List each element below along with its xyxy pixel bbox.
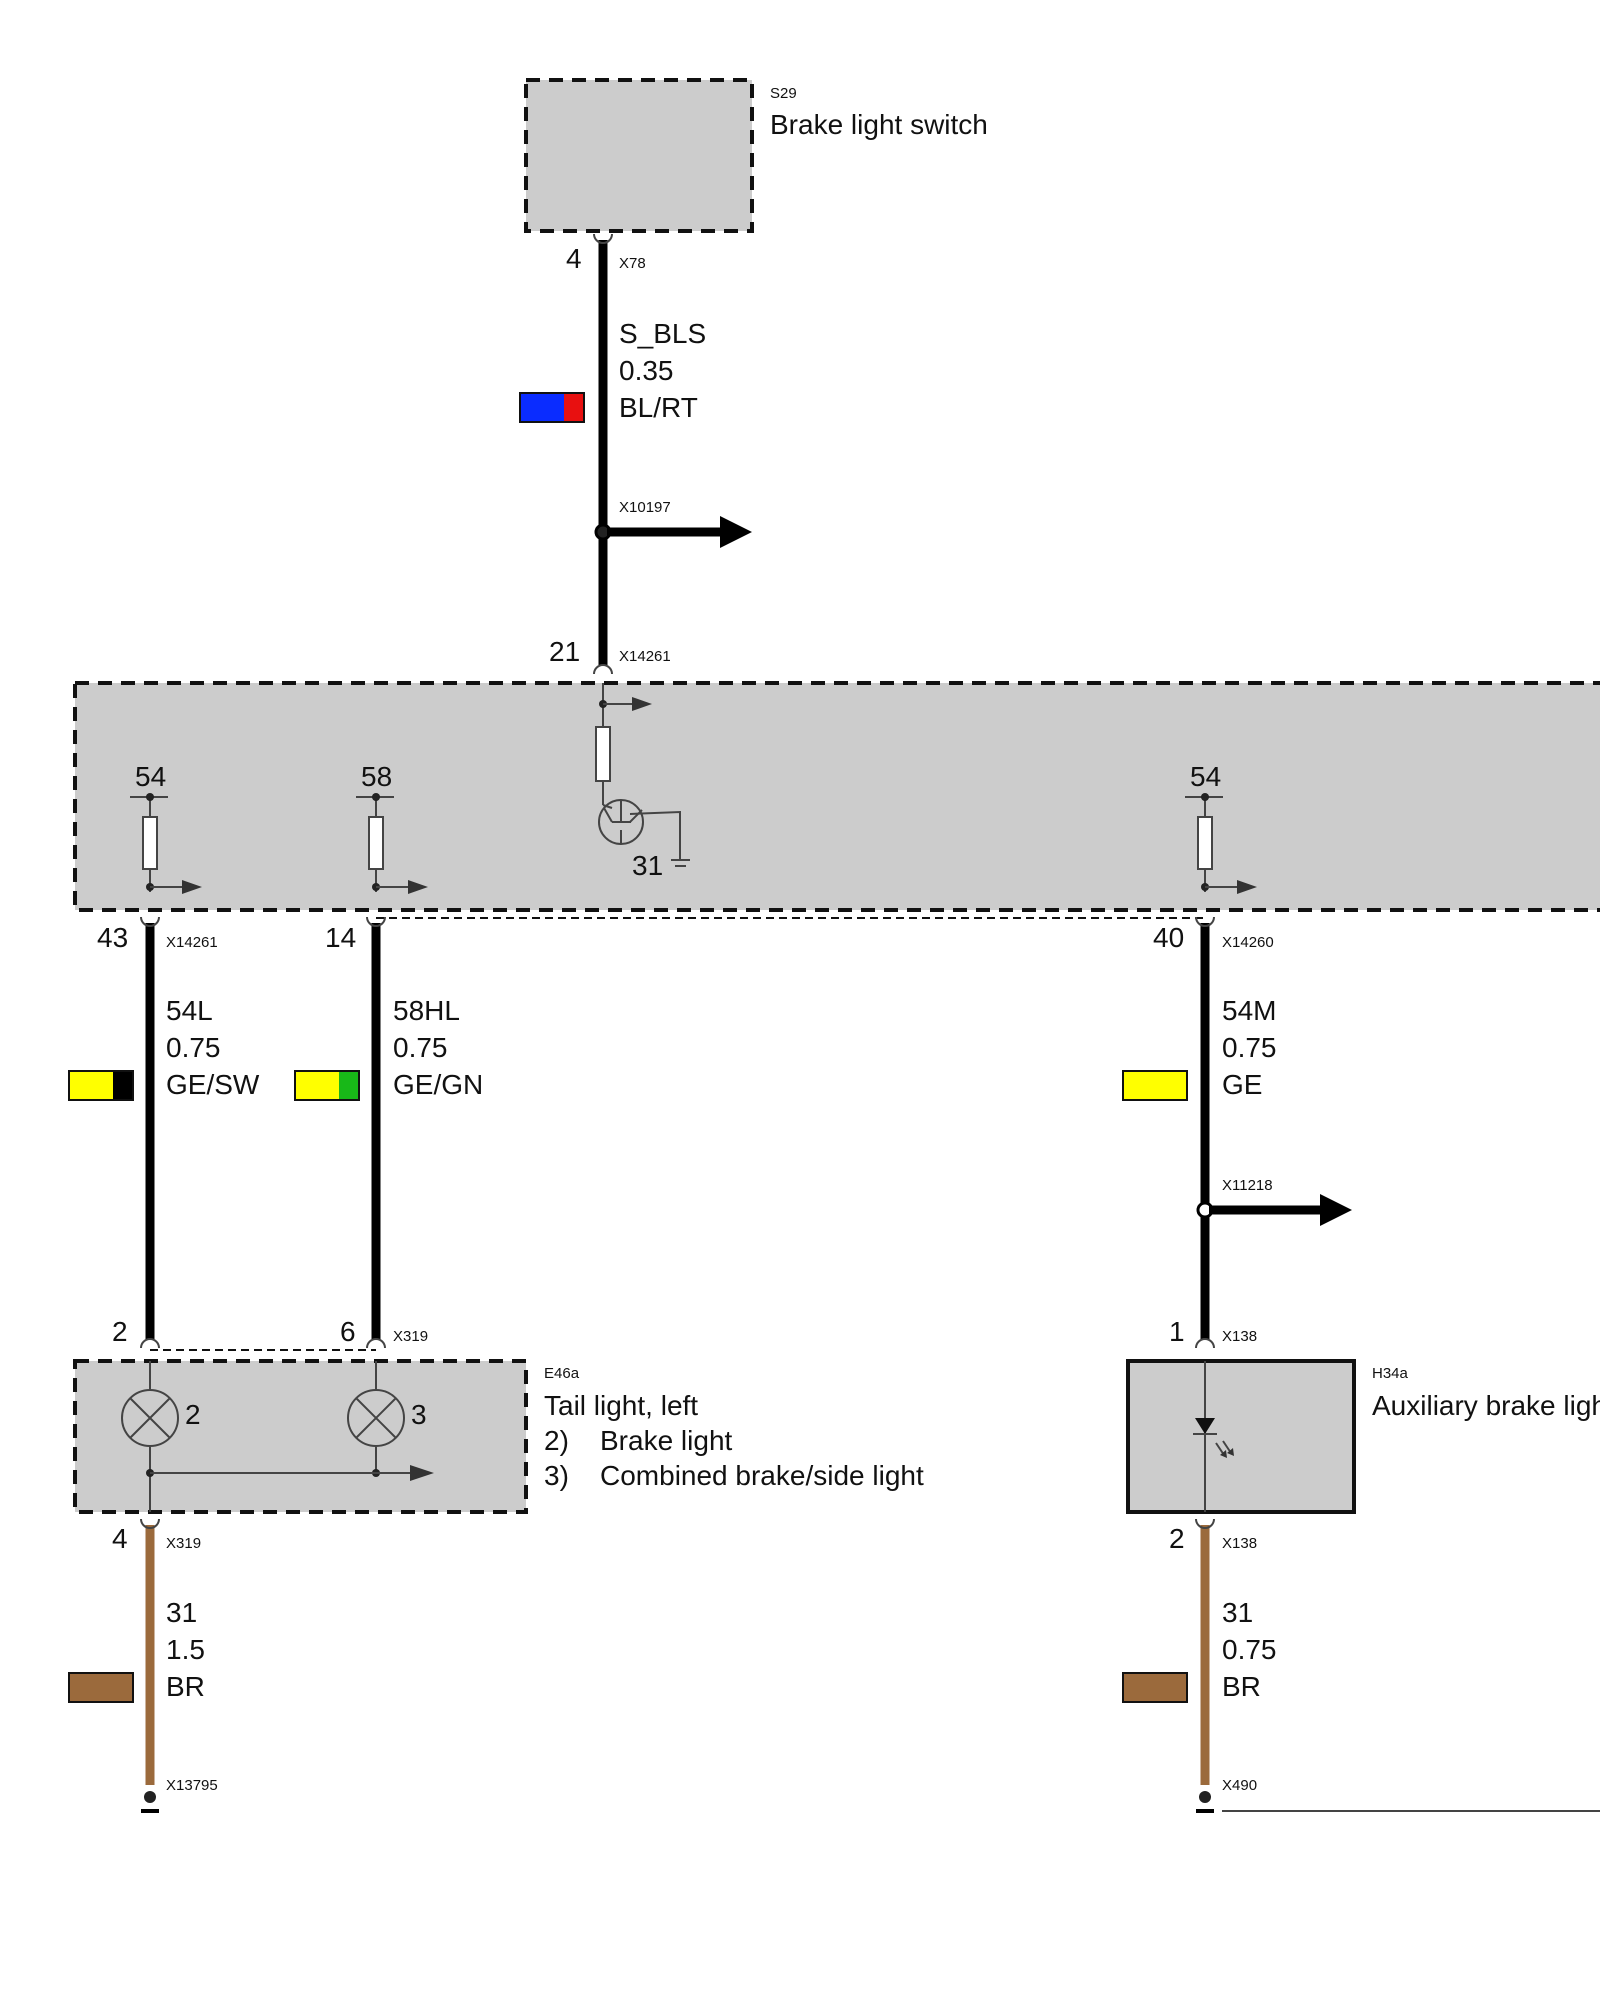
- wire-54l-signal: 54L: [166, 995, 213, 1026]
- wire-54l-size: 0.75: [166, 1032, 221, 1063]
- wire-31-left-color: BR: [166, 1671, 205, 1702]
- connector-x319-top: X319: [393, 1328, 428, 1345]
- control-unit[interactable]: [73, 681, 1600, 912]
- transistor-stage: [595, 683, 690, 867]
- connector-x138-top: X138: [1222, 1328, 1257, 1345]
- connector-x10197: X10197: [619, 499, 671, 516]
- arrow-right-icon: [1320, 1194, 1352, 1226]
- connector-x490: X490: [1222, 1777, 1257, 1794]
- e46a-note-text: Brake light: [600, 1425, 733, 1456]
- wire-color-swatch-ge-sw: [68, 1070, 134, 1101]
- wire-58hl-size: 0.75: [393, 1032, 448, 1063]
- s29-code: S29: [770, 85, 797, 102]
- brake-light-switch[interactable]: [524, 78, 754, 233]
- connector-x319: X319: [166, 1535, 201, 1552]
- wire-color-swatch-ge: [1122, 1070, 1188, 1101]
- connector-x14261: X14261: [166, 934, 218, 951]
- wire-color-swatch-ge-gn: [294, 1070, 360, 1101]
- pin-43: 43: [97, 922, 128, 953]
- e46a-code: E46a: [544, 1365, 580, 1382]
- ground-label-31: 31: [632, 850, 663, 881]
- tail-light-left[interactable]: [73, 1359, 528, 1514]
- wire-s-bls-size: 0.35: [619, 355, 674, 386]
- auxiliary-brake-light[interactable]: [1126, 1359, 1356, 1514]
- pin-2: 2: [112, 1316, 128, 1347]
- wire-color-swatch-bl-rt: [519, 392, 585, 423]
- pin-2-x138: 2: [1169, 1523, 1185, 1554]
- h34a-code: H34a: [1372, 1365, 1409, 1382]
- pin-1: 1: [1169, 1316, 1185, 1347]
- e46a-note-number: 2): [544, 1425, 569, 1456]
- bulb-label-2: 2: [185, 1399, 201, 1430]
- terminal-58: 58: [361, 761, 392, 792]
- connector-x78: X78: [619, 255, 646, 272]
- wire-54m-signal: 54M: [1222, 995, 1276, 1026]
- wire-54l-color: GE/SW: [166, 1069, 260, 1100]
- bulb-icon: [121, 1361, 179, 1512]
- led-icon: [1193, 1361, 1234, 1512]
- fuse-54-right: [1185, 793, 1257, 894]
- connector-x13795: X13795: [166, 1777, 218, 1794]
- ground-icon: [1196, 1791, 1214, 1813]
- connector-x14260: X14260: [1222, 934, 1274, 951]
- wire-58hl-color: GE/GN: [393, 1069, 483, 1100]
- h34a-name: Auxiliary brake light: [1372, 1390, 1600, 1421]
- e46a-name: Tail light, left: [544, 1390, 698, 1421]
- connector-x11218: X11218: [1222, 1177, 1273, 1194]
- terminal-54-right: 54: [1190, 761, 1221, 792]
- pin-40: 40: [1153, 922, 1184, 953]
- e46a-note-number: 3): [544, 1460, 569, 1491]
- wire-54m-color: GE: [1222, 1069, 1262, 1100]
- wire-31-left-size: 1.5: [166, 1634, 205, 1665]
- e46a-note-text: Combined brake/side light: [600, 1460, 924, 1491]
- wire-s-bls-signal: S_BLS: [619, 318, 706, 349]
- fuse-58: [356, 793, 428, 894]
- fuse-54-left: [130, 793, 202, 894]
- wire-color-swatch-br: [1122, 1672, 1188, 1703]
- pin-4-x78: 4: [566, 243, 582, 274]
- bulb-label-3: 3: [411, 1399, 427, 1430]
- wire-color-swatch-br: [68, 1672, 134, 1703]
- pin-6: 6: [340, 1316, 356, 1347]
- arrow-right-icon: [720, 516, 752, 548]
- terminal-54-left: 54: [135, 761, 166, 792]
- s29-name: Brake light switch: [770, 109, 988, 140]
- wire-31-right-signal: 31: [1222, 1597, 1253, 1628]
- ground-icon: [141, 1791, 159, 1813]
- connector-x14261-cap: [593, 664, 613, 675]
- wire-31-left-signal: 31: [166, 1597, 197, 1628]
- connector-x78-cap: [593, 233, 613, 244]
- connector-x138: X138: [1222, 1535, 1257, 1552]
- wire-s-bls-color: BL/RT: [619, 392, 698, 423]
- pin-14: 14: [325, 922, 356, 953]
- bulb-bus: [146, 1465, 434, 1481]
- connector-x14261-top: X14261: [619, 648, 671, 665]
- wire-54m-size: 0.75: [1222, 1032, 1277, 1063]
- wire-31-right-color: BR: [1222, 1671, 1261, 1702]
- bulb-icon: [347, 1361, 405, 1473]
- wire-31-right-size: 0.75: [1222, 1634, 1277, 1665]
- pin-4: 4: [112, 1523, 128, 1554]
- wire-58hl-signal: 58HL: [393, 995, 460, 1026]
- pin-21: 21: [549, 636, 580, 667]
